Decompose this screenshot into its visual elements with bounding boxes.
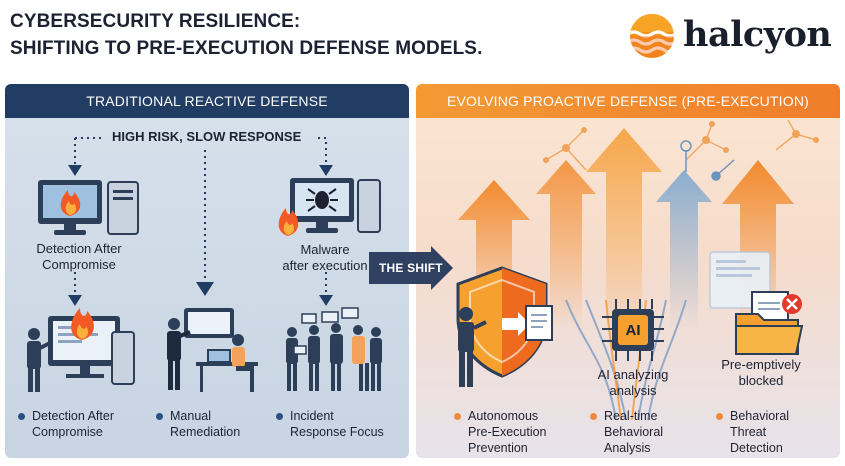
legend-item-incident-response: Incident Response Focus bbox=[276, 408, 406, 440]
malware-after-execution-caption: Malware after execution bbox=[260, 242, 390, 274]
legend-line: Detection bbox=[730, 441, 783, 455]
ai-analysis-caption: AI analyzing analysis bbox=[583, 367, 683, 399]
legend-item-detection: Detection After Compromise bbox=[18, 408, 138, 440]
legend-line: Remediation bbox=[170, 425, 241, 439]
legend-line: Behavioral bbox=[604, 425, 664, 439]
caption-line: AI analyzing bbox=[597, 367, 669, 382]
malware-computer-icon bbox=[278, 178, 381, 236]
halcyon-logo[interactable]: halcyon bbox=[628, 12, 838, 62]
legend-line: Pre-Execution bbox=[468, 425, 547, 439]
legend-item-threat-detection: Behavioral Threat Detection bbox=[716, 408, 826, 456]
caption-line: Malware bbox=[300, 242, 350, 257]
traditional-defense-heading: TRADITIONAL REACTIVE DEFENSE bbox=[5, 84, 409, 118]
legend-line: Analysis bbox=[604, 441, 651, 455]
caption-line: Detection After bbox=[36, 241, 122, 256]
legend-line: Detection After bbox=[32, 409, 114, 423]
caption-line: after execution bbox=[282, 258, 368, 273]
proactive-defense-heading: EVOLVING PROACTIVE DEFENSE (PRE-EXECUTIO… bbox=[416, 84, 840, 118]
legend-line: Manual bbox=[170, 409, 211, 423]
legend-line: Real-time bbox=[604, 409, 658, 423]
shift-label: THE SHIFT bbox=[379, 261, 443, 275]
legend-line: Incident bbox=[290, 409, 334, 423]
detection-after-compromise-caption: Detection After Compromise bbox=[24, 241, 134, 273]
legend-line: Threat bbox=[730, 425, 767, 439]
analyst-with-burning-computer-illustration bbox=[27, 308, 135, 392]
traditional-defense-panel: TRADITIONAL REACTIVE DEFENSE bbox=[5, 84, 409, 458]
high-risk-label: HIGH RISK, SLOW RESPONSE bbox=[112, 129, 302, 144]
legend-item-realtime-analysis: Real-time Behavioral Analysis bbox=[590, 408, 700, 456]
page-title-line1: CYBERSECURITY RESILIENCE: bbox=[10, 11, 301, 32]
blocked-folder-icon bbox=[735, 291, 804, 355]
legend-line: Response Focus bbox=[290, 425, 384, 439]
caption-line: analysis bbox=[609, 383, 657, 398]
pre-emptively-blocked-caption: Pre-emptively blocked bbox=[706, 357, 816, 389]
page-title-line2: SHIFTING TO PRE-EXECUTION DEFENSE MODELS… bbox=[10, 38, 483, 59]
legend-dot bbox=[590, 413, 597, 420]
caption-line: blocked bbox=[738, 373, 784, 388]
legend-line: Prevention bbox=[468, 441, 528, 455]
ai-chip-label: AI bbox=[625, 322, 641, 339]
shift-arrow bbox=[369, 246, 453, 290]
legend-line: Compromise bbox=[32, 425, 103, 439]
legend-dot bbox=[18, 413, 25, 420]
manual-remediation-illustration bbox=[167, 308, 258, 392]
legend-item-manual-remediation: Manual Remediation bbox=[156, 408, 266, 440]
caption-line: Pre-emptively bbox=[721, 357, 801, 372]
sun-waves-icon bbox=[630, 14, 674, 58]
logo-wordmark: halcyon bbox=[683, 14, 832, 55]
caption-line: Compromise bbox=[42, 257, 116, 272]
incident-response-team-illustration bbox=[286, 307, 382, 391]
legend-line: Behavioral bbox=[730, 409, 790, 423]
legend-dot bbox=[716, 413, 723, 420]
legend-dot bbox=[156, 413, 163, 420]
shield-icon bbox=[456, 266, 553, 387]
legend-line: Autonomous bbox=[468, 409, 539, 423]
compromised-computer-icon bbox=[38, 180, 139, 235]
legend-dot bbox=[276, 413, 283, 420]
ai-chip-icon bbox=[602, 299, 664, 361]
legend-item-autonomous-prevention: Autonomous Pre-Execution Prevention bbox=[454, 408, 579, 456]
legend-dot bbox=[454, 413, 461, 420]
